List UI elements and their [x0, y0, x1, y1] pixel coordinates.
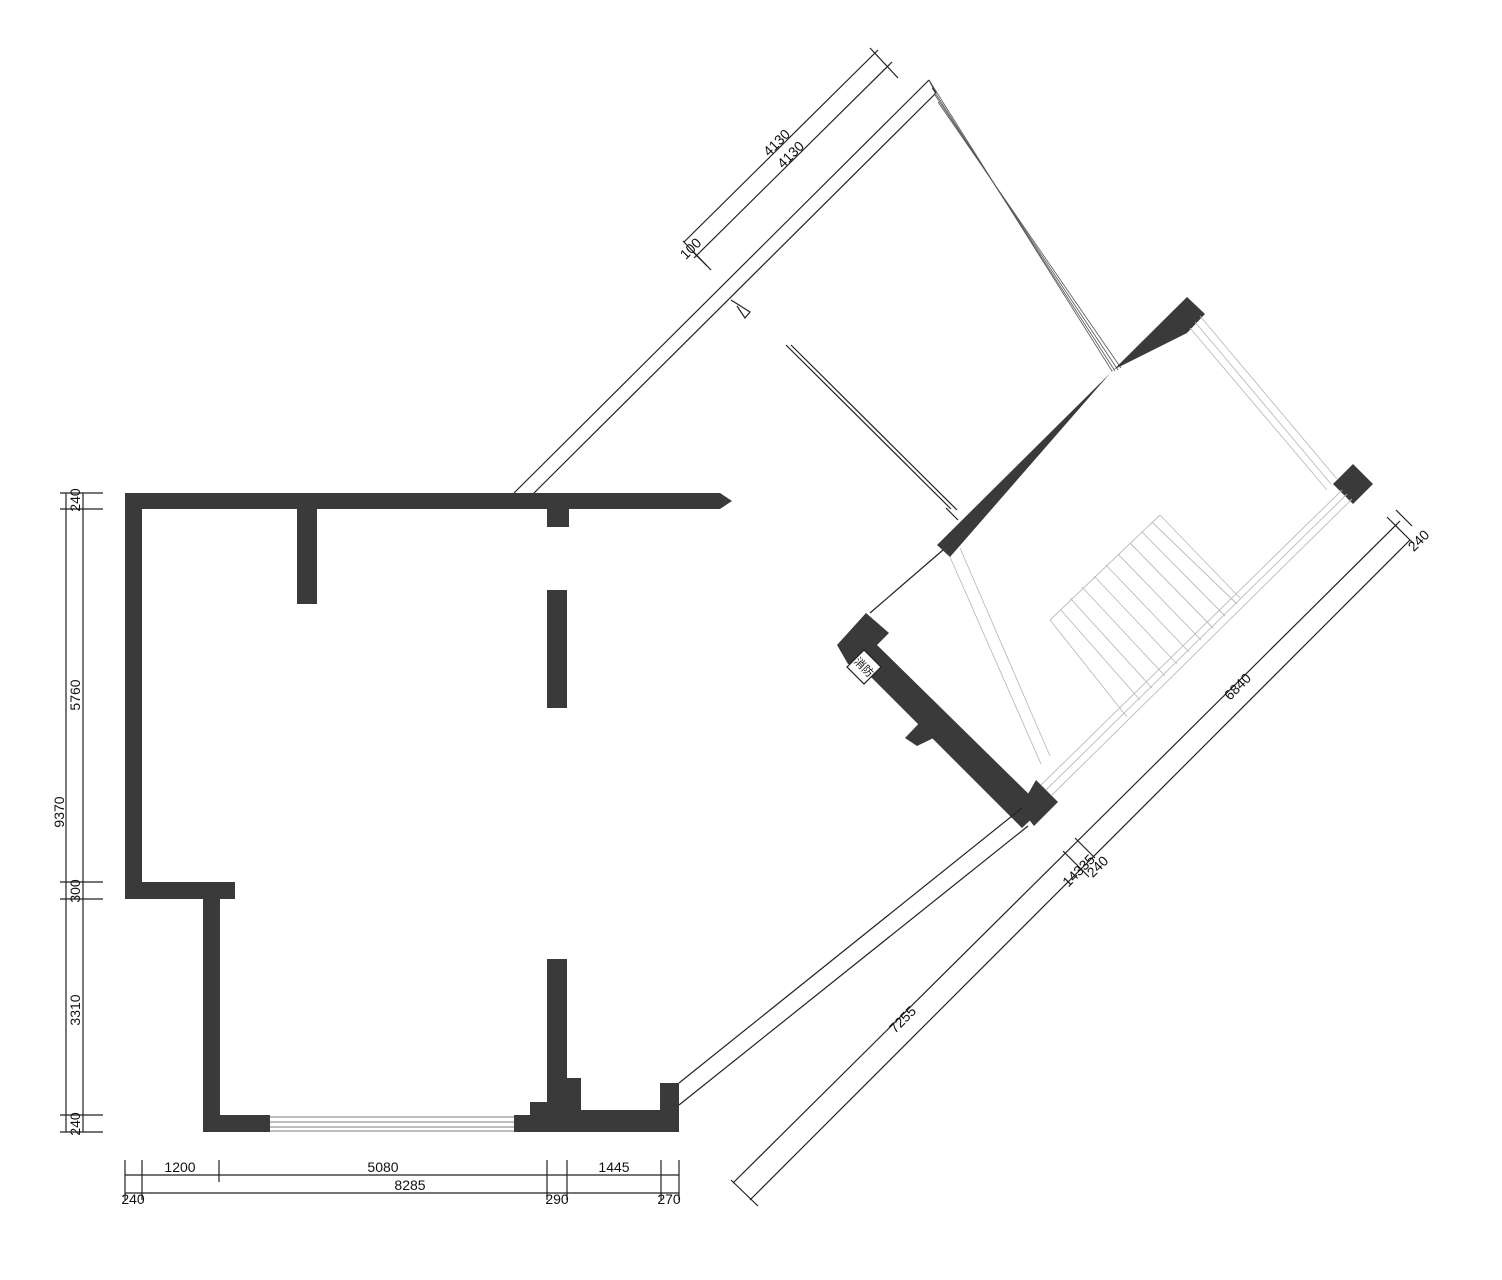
dim-bottom-seg-2: 5080: [367, 1159, 398, 1175]
step-wall: [125, 882, 235, 899]
stair-area: [949, 315, 1353, 796]
bottom-right-pier: [660, 1083, 679, 1118]
dim-left-lower: 3310: [67, 994, 83, 1025]
dim-right-upper: 6840: [1221, 670, 1254, 703]
fire-room: 消防: [837, 549, 1058, 828]
left-dimensions: 240 5760 9370 300 3310 240: [51, 488, 103, 1136]
dim-left-total: 9370: [51, 796, 67, 827]
bottom-wall-right-2: [547, 1110, 679, 1132]
bottom-window: [270, 1116, 514, 1132]
dim-left-step: 300: [67, 879, 83, 903]
bottom-wall-right: [514, 1102, 547, 1132]
fire-room-stub: [905, 716, 946, 746]
dim-bottom-wall-right: 270: [657, 1191, 681, 1207]
main-room-walls: [125, 493, 732, 1132]
top-dimensions: 4130 4130 100: [677, 47, 899, 271]
dim-bottom-seg-1: 1200: [164, 1159, 195, 1175]
left-wall-upper: [125, 493, 142, 898]
dim-bottom-total: 8285: [394, 1177, 425, 1193]
right-dimensions: 240 6840 14335 240 7255: [730, 509, 1433, 1207]
dim-right-wall-top: 240: [1405, 526, 1433, 554]
diagonal-exterior-wall: [678, 807, 1029, 1106]
dim-left-top-wall: 240: [67, 488, 83, 512]
diagonal-wall: [937, 297, 1205, 557]
top-wall: [125, 493, 732, 509]
partition-upper-left: [297, 509, 317, 604]
fire-tag-box: [846, 649, 882, 685]
dim-left-upper: 5760: [67, 679, 83, 710]
dim-bottom-wall-left: 240: [121, 1191, 145, 1207]
bottom-dimensions: 1200 5080 1445 240 8285 290 270: [121, 1159, 681, 1207]
dim-bottom-wall-mid: 290: [545, 1191, 569, 1207]
dim-bottom-seg-3: 1445: [598, 1159, 629, 1175]
left-wall-lower: [203, 899, 220, 1132]
partition-lower: [547, 959, 581, 1110]
dim-left-bottom-wall: 240: [67, 1112, 83, 1136]
partition-stub-top: [547, 509, 569, 527]
fire-room-pier: [1020, 780, 1058, 826]
partition-middle: [547, 590, 567, 708]
stair-pier: [1333, 464, 1373, 504]
dim-right-lower: 7255: [886, 1003, 919, 1036]
angled-extension: [513, 79, 1373, 557]
bottom-wall-left: [203, 1115, 270, 1132]
fire-room-wall: [837, 613, 1043, 828]
